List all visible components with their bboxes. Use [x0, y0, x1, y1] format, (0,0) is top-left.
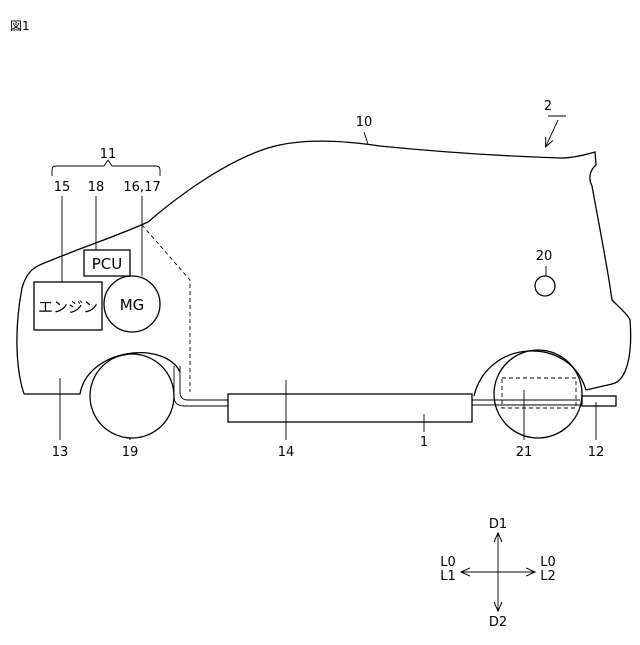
rear-wheel-arch [474, 351, 586, 396]
group-brace [52, 160, 160, 176]
direction-indicator: D1 D2 L0 L1 L0 L2 [440, 517, 556, 630]
ref-battery: 20 [536, 249, 553, 264]
dir-right-top-label: L0 [540, 555, 556, 570]
rear-component-box [582, 396, 616, 406]
ref-front-wheel: 19 [122, 445, 139, 460]
front-wheel [90, 354, 174, 438]
pcu-label: PCU [92, 255, 123, 273]
leader-vehicle-arrow [546, 120, 558, 146]
ref-engine: 15 [54, 180, 71, 195]
leader-body [364, 132, 368, 144]
tank-box [228, 394, 472, 422]
dir-right-bottom-label: L2 [540, 569, 556, 584]
ref-rear-wheel: 21 [516, 445, 533, 460]
battery-circle [535, 276, 555, 296]
dir-left-top-label: L0 [440, 555, 456, 570]
leader-lines [60, 116, 596, 440]
ref-mg: 16,17 [123, 180, 160, 195]
dir-up-label: D1 [489, 517, 507, 532]
ref-vehicle: 2 [544, 99, 552, 114]
ref-tank: 1 [420, 435, 428, 450]
rear-wheel [494, 350, 582, 438]
ref-body: 10 [356, 115, 373, 130]
ref-group: 11 [100, 147, 117, 162]
front-wheel-arch [24, 353, 180, 394]
compartment-boundary [142, 225, 190, 392]
rear-unit-dashed-box [502, 378, 576, 408]
mg-label: MG [120, 296, 145, 314]
engine-label: エンジン [38, 298, 98, 316]
figure-title: 図1 [10, 19, 30, 33]
ref-front: 13 [52, 445, 69, 460]
ref-rear: 12 [588, 445, 605, 460]
dir-down-label: D2 [489, 615, 507, 630]
pipe-line-inner [180, 366, 228, 400]
ref-pcu: 18 [88, 180, 105, 195]
dir-left-bottom-label: L1 [440, 569, 456, 584]
ref-pipe: 14 [278, 445, 295, 460]
